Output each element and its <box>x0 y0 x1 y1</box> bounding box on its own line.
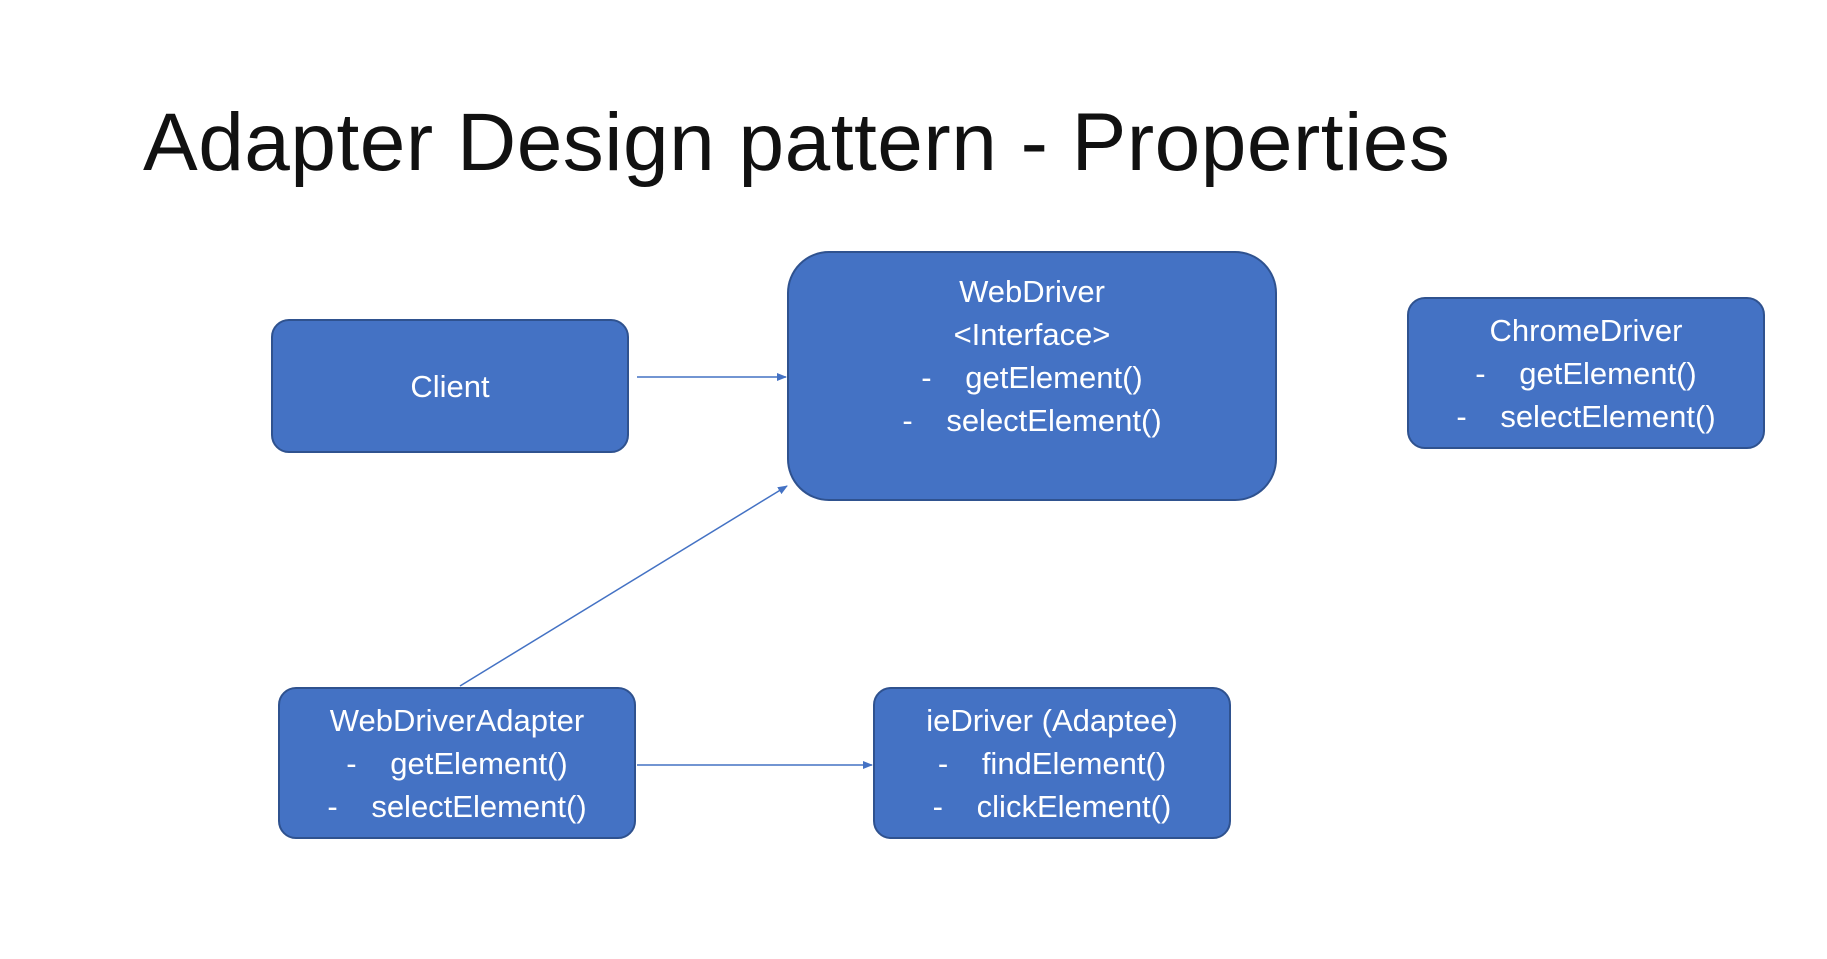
webdriver-stereotype: <Interface> <box>953 317 1111 352</box>
iedriver-method-item: - findElement() <box>938 742 1166 785</box>
webdriveradapter-method-item: - getElement() <box>346 742 567 785</box>
iedriver-method-label: clickElement() <box>976 788 1172 824</box>
webdriver-method-item: - getElement() <box>921 356 1142 399</box>
webdriver-method-label: selectElement() <box>946 403 1162 438</box>
method-bullet: - <box>921 360 932 395</box>
chromedriver-name: ChromeDriver <box>1489 312 1683 348</box>
webdriver-interface-box: WebDriver <Interface> - getElement() - s… <box>787 251 1277 501</box>
iedriver-name: ieDriver (Adaptee) <box>926 702 1178 738</box>
client-box: Client <box>271 319 629 453</box>
webdriver-method-item: - selectElement() <box>902 399 1161 442</box>
chromedriver-method-label: selectElement() <box>1500 398 1716 434</box>
iedriver-adaptee-box: ieDriver (Adaptee) - findElement() - cli… <box>873 687 1231 839</box>
webdriveradapter-name: WebDriverAdapter <box>329 702 585 738</box>
webdriveradapter-method-label: selectElement() <box>371 788 587 824</box>
arrow-adapter-to-webdriver <box>459 485 788 687</box>
webdriveradapter-box: WebDriverAdapter - getElement() - select… <box>278 687 636 839</box>
method-bullet: - <box>1456 398 1467 434</box>
method-bullet: - <box>932 788 943 824</box>
method-bullet: - <box>937 745 949 781</box>
webdriver-method-label: getElement() <box>965 360 1143 395</box>
chromedriver-method-item: - getElement() <box>1475 352 1696 395</box>
chromedriver-method-label: getElement() <box>1519 355 1697 391</box>
iedriver-method-label: findElement() <box>981 745 1167 781</box>
webdriver-name: WebDriver <box>959 274 1105 309</box>
webdriveradapter-method-item: - selectElement() <box>327 785 586 828</box>
iedriver-method-item: - clickElement() <box>933 785 1172 828</box>
chromedriver-method-item: - selectElement() <box>1456 395 1715 438</box>
webdriveradapter-method-label: getElement() <box>390 745 568 781</box>
method-bullet: - <box>346 745 357 781</box>
client-label: Client <box>410 368 490 404</box>
chromedriver-box: ChromeDriver - getElement() - selectElem… <box>1407 297 1765 449</box>
slide-title: Adapter Design pattern - Properties <box>143 97 1451 188</box>
method-bullet: - <box>1475 355 1486 391</box>
method-bullet: - <box>902 403 913 438</box>
method-bullet: - <box>327 788 338 824</box>
